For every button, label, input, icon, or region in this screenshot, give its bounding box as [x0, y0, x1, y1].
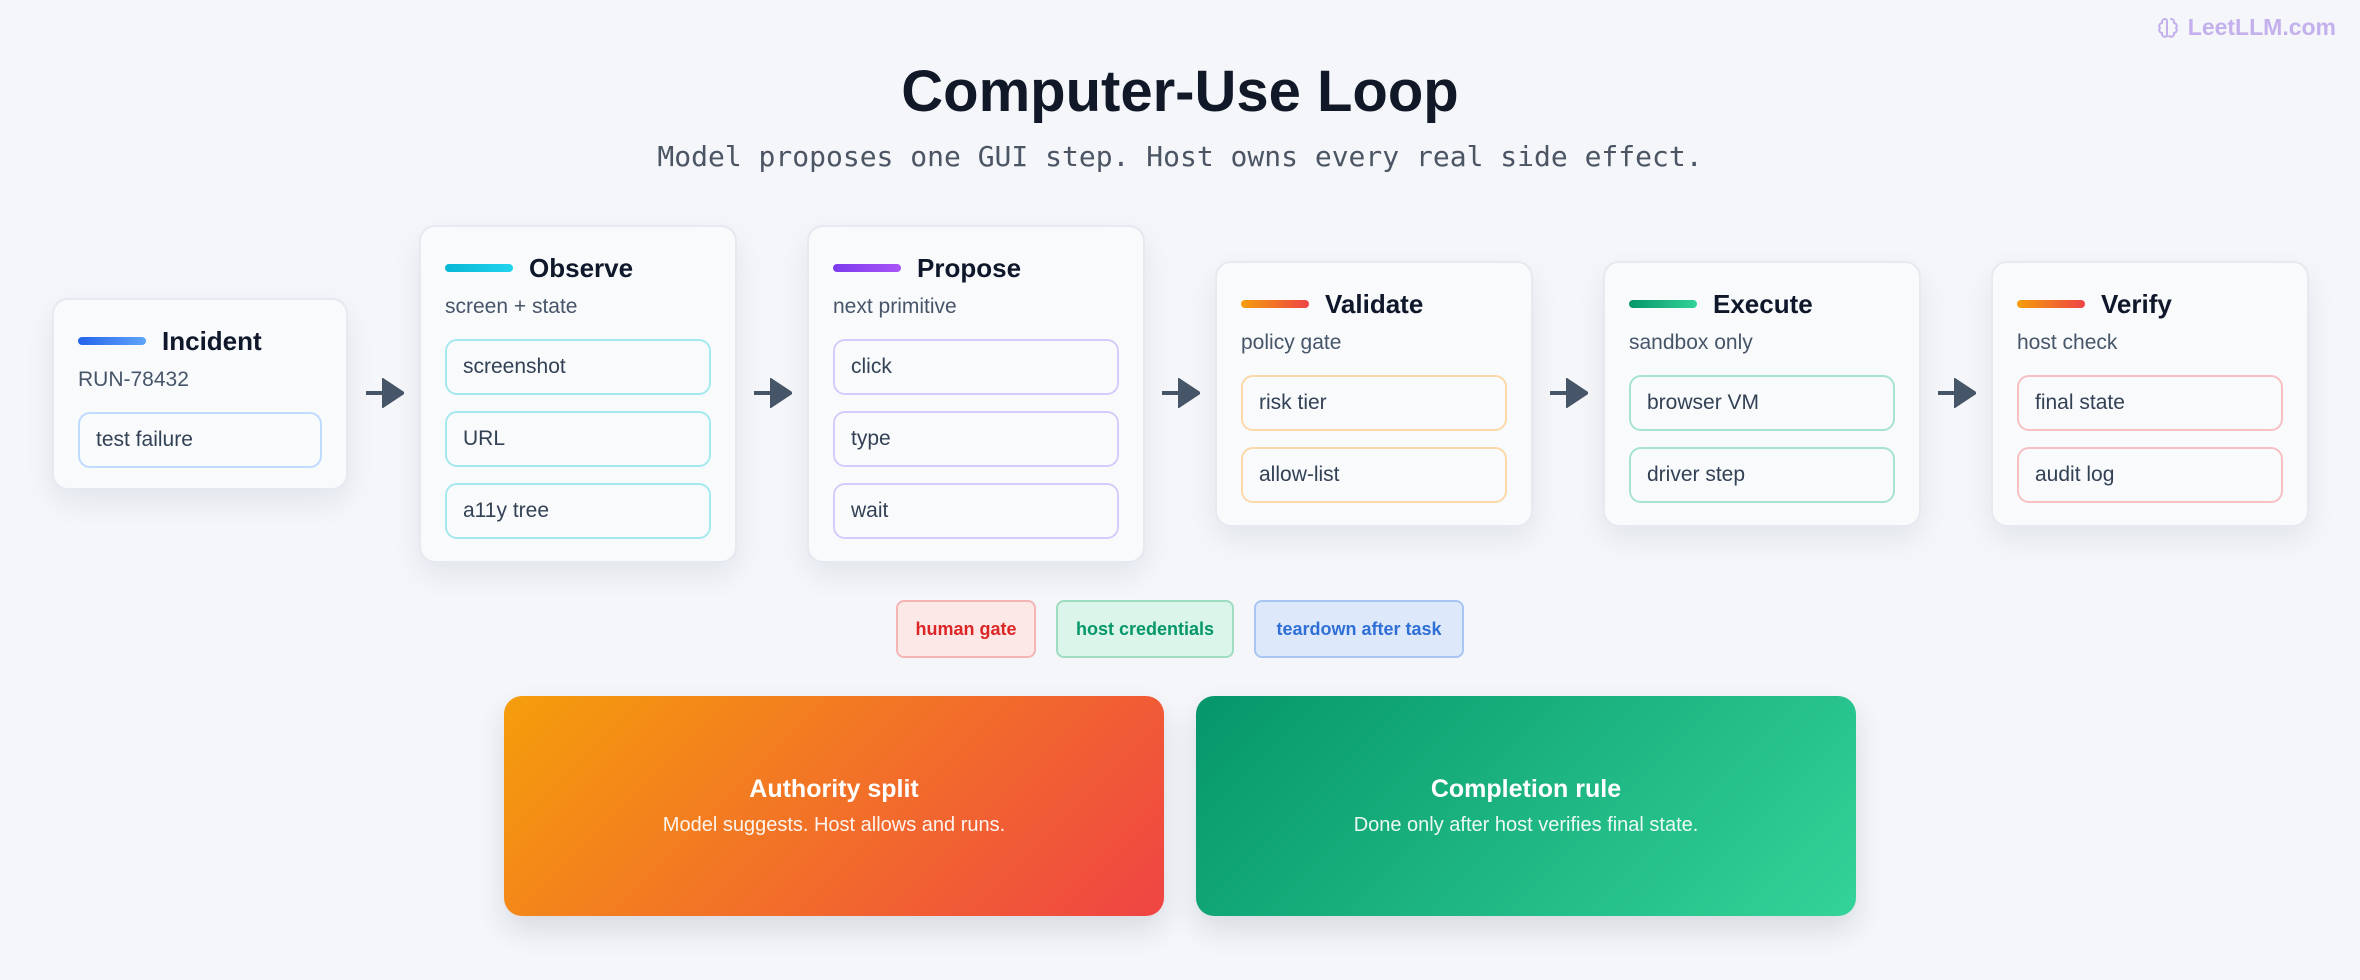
step-item: driver step: [1629, 447, 1895, 503]
step-title: Execute: [1713, 288, 1813, 319]
step-item: allow-list: [1241, 447, 1507, 503]
panel-title: Completion rule: [1430, 775, 1622, 803]
step-item: click: [833, 339, 1119, 395]
panel-subtitle: Done only after host verifies final stat…: [1353, 814, 1699, 836]
panel-subtitle: Model suggests. Host allows and runs.: [662, 814, 1006, 836]
completion-rule-panel: Completion rule Done only after host ver…: [1196, 696, 1856, 916]
accent-bar: [1241, 300, 1309, 308]
arrow-right-icon: [1162, 378, 1200, 408]
step-card-observe: Observe screen + state screenshot URL a1…: [419, 225, 737, 563]
step-item: test failure: [78, 412, 322, 468]
authority-split-panel: Authority split Model suggests. Host all…: [504, 696, 1164, 916]
step-title: Incident: [162, 325, 262, 356]
step-subtitle: RUN-78432: [78, 368, 189, 391]
arrow-right-icon: [1550, 378, 1588, 408]
arrow-right-icon: [1938, 378, 1976, 408]
accent-bar: [1629, 300, 1697, 308]
arrow-right-icon: [366, 378, 404, 408]
tag-human-gate: human gate: [896, 600, 1036, 658]
page-title: Computer-Use Loop: [901, 59, 1459, 124]
panel-title: Authority split: [749, 775, 919, 803]
accent-bar: [445, 264, 513, 272]
page-subtitle: Model proposes one GUI step. Host owns e…: [657, 140, 1703, 173]
step-card-execute: Execute sandbox only browser VM driver s…: [1603, 261, 1921, 527]
step-card-incident: Incident RUN-78432 test failure: [52, 298, 348, 490]
step-item: risk tier: [1241, 375, 1507, 431]
step-item: browser VM: [1629, 375, 1895, 431]
tag-teardown: teardown after task: [1254, 600, 1464, 658]
step-title: Observe: [529, 252, 634, 283]
step-card-propose: Propose next primitive click type wait: [807, 225, 1145, 563]
brand-logo: LeetLLM.com: [2156, 14, 2336, 41]
step-item: audit log: [2017, 447, 2283, 503]
step-subtitle: screen + state: [445, 295, 578, 318]
accent-bar: [78, 337, 146, 345]
step-subtitle: host check: [2017, 331, 2118, 354]
step-card-verify: Verify host check final state audit log: [1991, 261, 2309, 527]
step-item: type: [833, 411, 1119, 467]
step-item: wait: [833, 483, 1119, 539]
brand-name[interactable]: LeetLLM.com: [2187, 14, 2336, 40]
tag-host-credentials: host credentials: [1056, 600, 1234, 658]
brain-icon: [2156, 16, 2180, 40]
accent-bar: [833, 264, 901, 272]
step-card-validate: Validate policy gate risk tier allow-lis…: [1215, 261, 1533, 527]
step-subtitle: next primitive: [833, 295, 957, 318]
step-title: Propose: [917, 252, 1022, 283]
step-item: URL: [445, 411, 711, 467]
arrow-right-icon: [754, 378, 792, 408]
step-item: final state: [2017, 375, 2283, 431]
step-subtitle: sandbox only: [1629, 331, 1753, 354]
step-item: a11y tree: [445, 483, 711, 539]
step-subtitle: policy gate: [1241, 331, 1342, 354]
step-item: screenshot: [445, 339, 711, 395]
step-title: Validate: [1325, 288, 1424, 319]
accent-bar: [2017, 300, 2085, 308]
step-title: Verify: [2101, 288, 2172, 319]
